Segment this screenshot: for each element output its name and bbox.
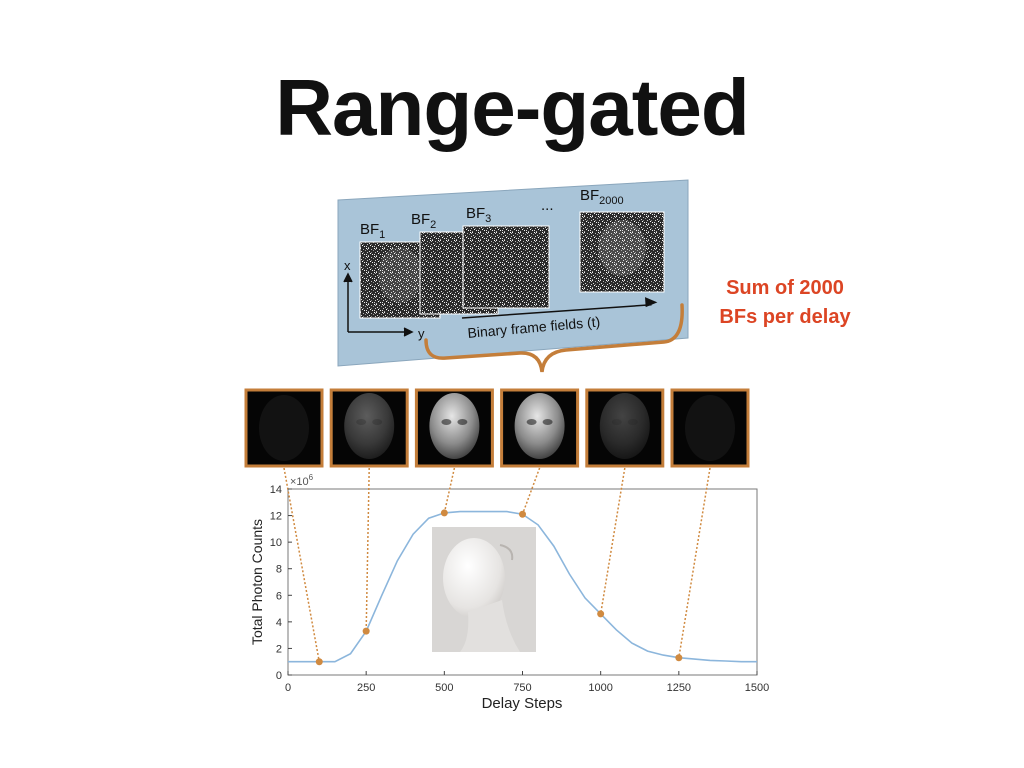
x-tick-label: 0	[285, 682, 291, 694]
frame-axes	[343, 272, 414, 337]
binary-frame-3	[462, 225, 550, 309]
y-tick-label: 12	[270, 511, 282, 523]
sum-brace	[424, 303, 684, 373]
binary-frame-2000	[579, 211, 665, 293]
x-tick-label: 1000	[588, 682, 612, 694]
x-tick-label: 500	[435, 682, 453, 694]
delay-connectors	[283, 467, 711, 662]
sum-note-line2: BFs per delay	[719, 306, 851, 328]
delay-thumbnail-1	[244, 388, 324, 468]
sum-note-line1: Sum of 2000	[726, 277, 844, 299]
binary-frame-panel: BF1 BF2 BF3 ... BF2000 x y Binary frame …	[337, 179, 689, 367]
connector-4	[521, 467, 541, 515]
bf1-label: BF1	[360, 221, 385, 241]
sum-note: Sum of 2000 BFs per delay	[700, 274, 870, 332]
x-tick-label: 250	[357, 682, 375, 694]
y-ticks: 0 2 4 6 8 10 12 14	[270, 484, 292, 682]
y-tick-label: 14	[270, 484, 282, 496]
connector-1	[283, 467, 321, 662]
axis-y-label: y	[418, 326, 425, 341]
mannequin-photo	[432, 527, 536, 652]
connector-5	[599, 467, 626, 615]
x-tick-label: 1500	[745, 682, 769, 694]
delay-marker-3	[440, 509, 448, 517]
connector-6	[678, 467, 711, 658]
bf3-label: BF3	[466, 205, 491, 225]
ellipsis-label: ...	[541, 197, 554, 214]
delay-thumbnail-3	[414, 388, 494, 468]
delay-marker-5	[597, 610, 605, 618]
x-tick-label: 1250	[667, 682, 691, 694]
x-ticks: 0 250 500 750 1000 1250 1500	[285, 671, 769, 694]
delay-marker-4	[519, 510, 526, 518]
axis-x-label: x	[344, 258, 351, 273]
x-tick-label: 750	[513, 682, 531, 694]
y-tick-label: 4	[276, 617, 282, 629]
y-axis-label: Total Photon Counts	[249, 519, 265, 645]
y-tick-label: 0	[276, 670, 282, 682]
y-tick-label: 8	[276, 564, 282, 576]
delay-marker-2	[362, 627, 370, 635]
connector-2	[365, 467, 370, 632]
delay-thumbnail-2	[329, 388, 409, 468]
delay-thumbnail-5	[585, 388, 665, 468]
bf2-label: BF2	[411, 211, 436, 231]
delay-marker-6	[675, 654, 683, 662]
delay-marker-1	[315, 658, 323, 666]
y-tick-label: 2	[276, 643, 282, 655]
bf2000-label: BF2000	[580, 187, 624, 207]
slide-title: Range-gated	[275, 63, 750, 152]
y-multiplier: ×106	[290, 473, 314, 488]
delay-thumbnail-4	[500, 388, 580, 468]
thumbnail-row	[244, 388, 750, 468]
x-axis-label: Delay Steps	[482, 695, 563, 712]
delay-thumbnail-6	[670, 388, 750, 468]
y-tick-label: 6	[276, 590, 282, 602]
delay-markers	[315, 509, 683, 666]
y-tick-label: 10	[270, 537, 282, 549]
